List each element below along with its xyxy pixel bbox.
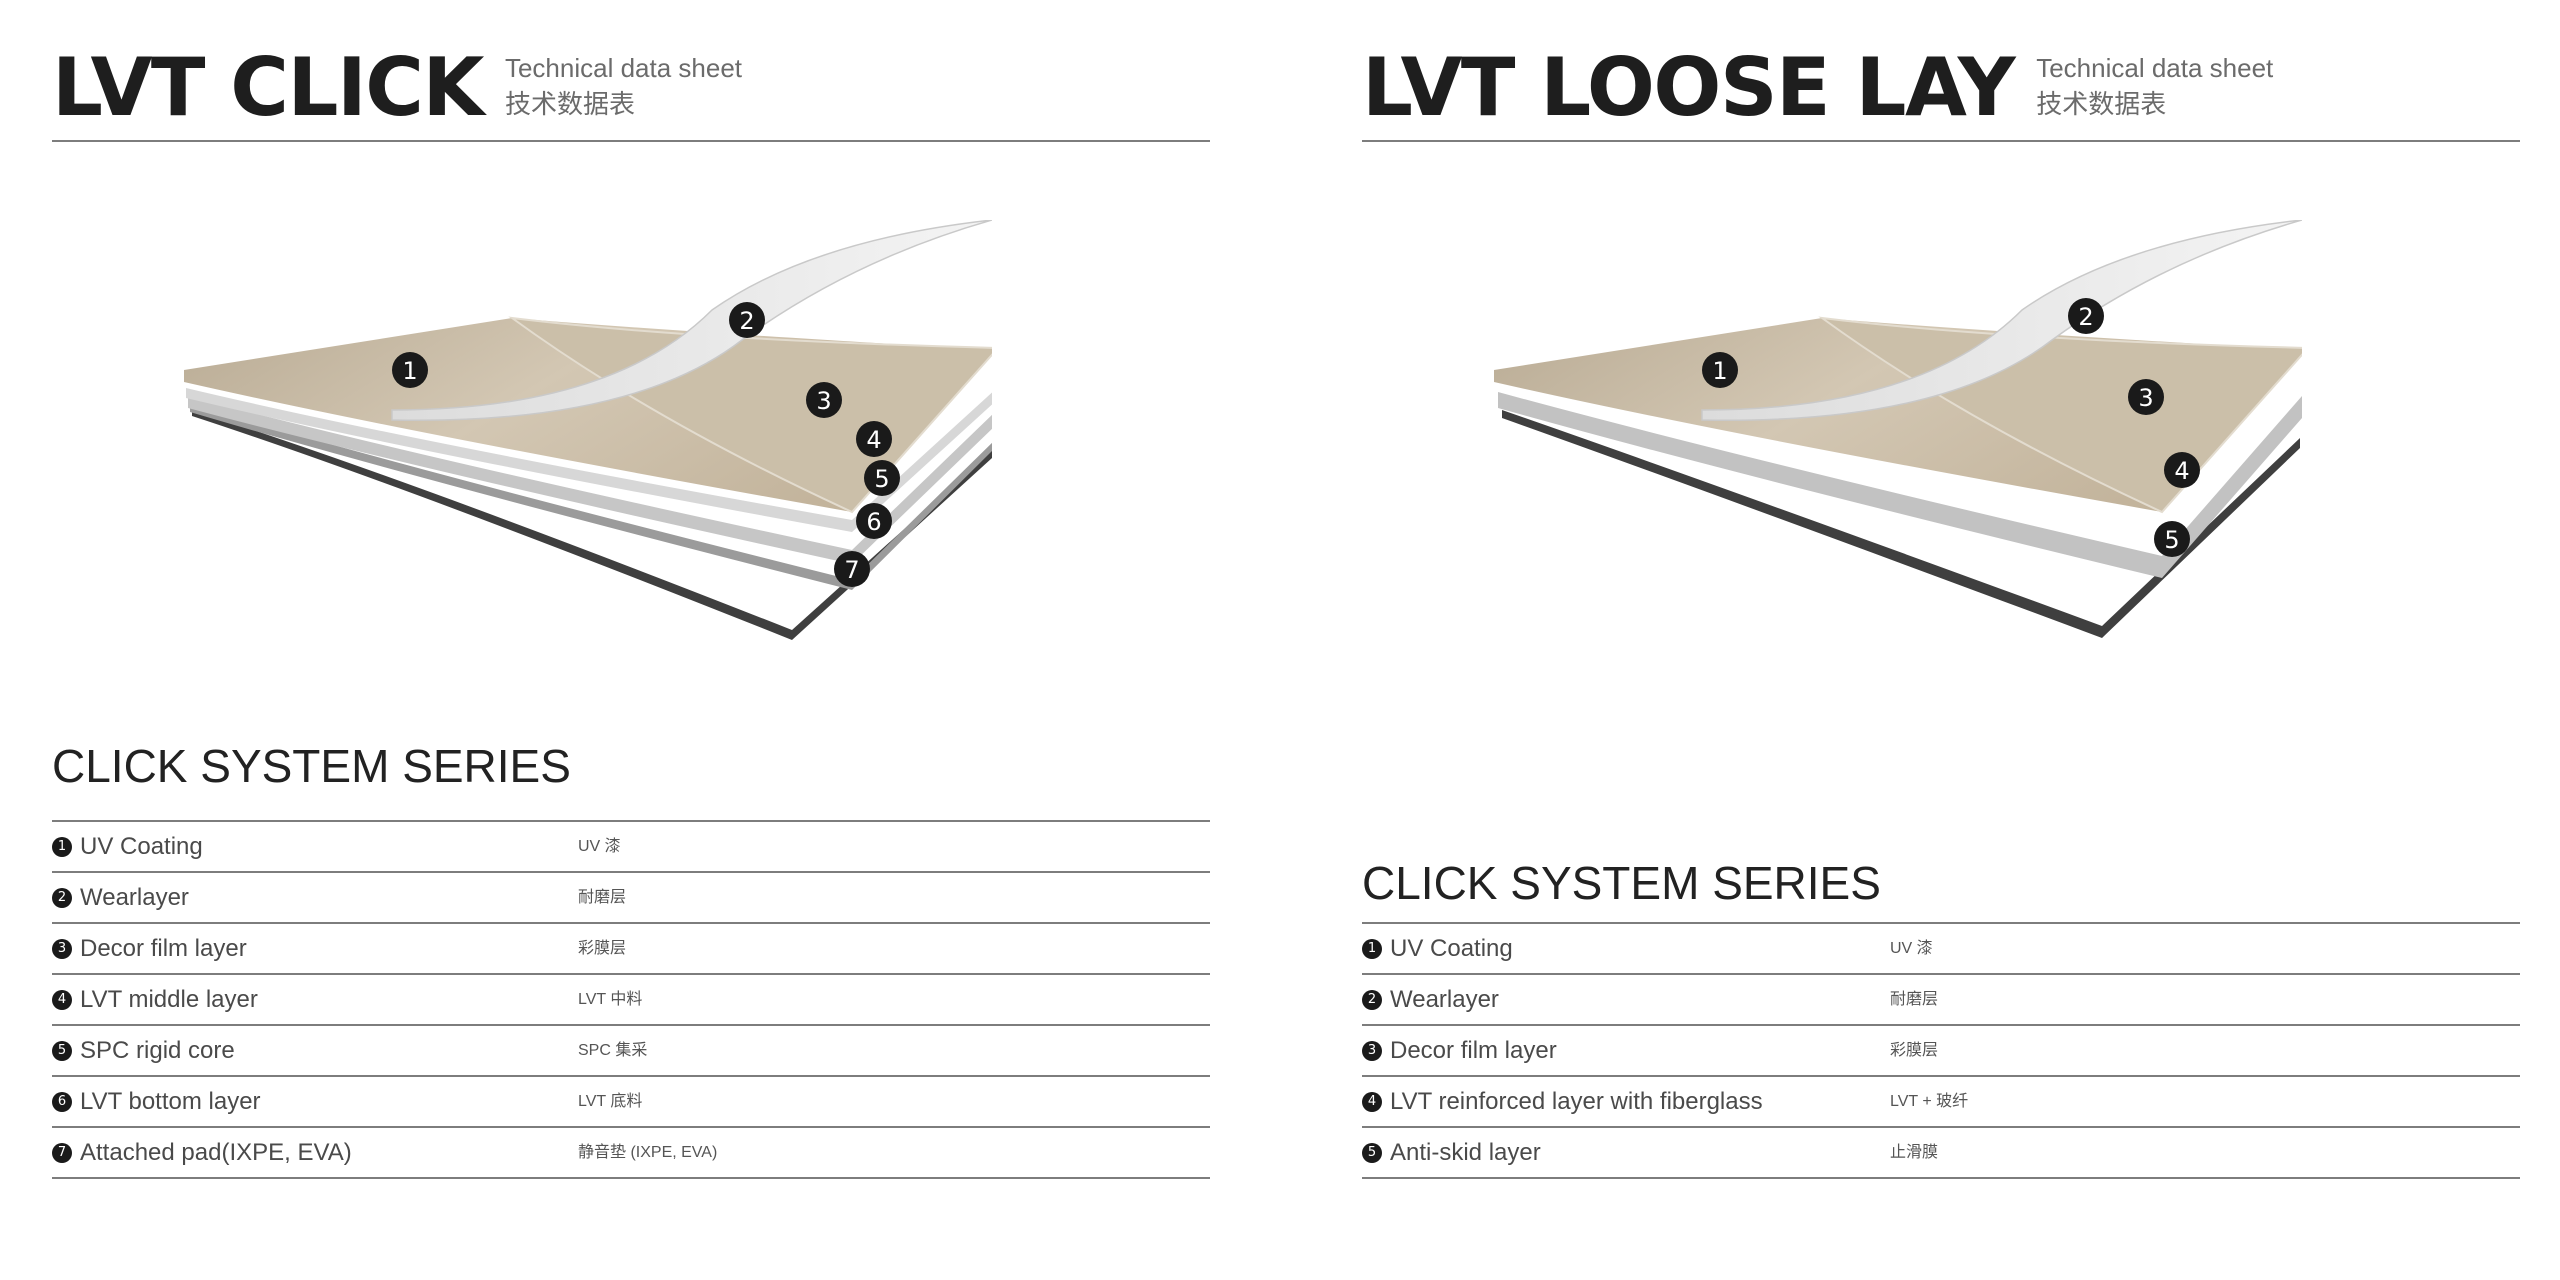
table-row: 7 Attached pad(IXPE, EVA) 静音垫 (IXPE, EVA) — [52, 1128, 1210, 1179]
number-badge-icon: 3 — [1362, 1041, 1382, 1061]
number-badge-icon: 1 — [52, 837, 72, 857]
layer-name-cn: 止滑膜 — [1890, 1144, 1939, 1161]
svg-text:4: 4 — [2174, 457, 2189, 485]
right-panel: LVT LOOSE LAY Technical data sheet 技术数据表 — [1362, 0, 2522, 1280]
layer-name-cn: 彩膜层 — [578, 940, 627, 957]
svg-text:1: 1 — [402, 357, 417, 385]
badge-5: 5 — [864, 460, 900, 496]
layer-diagram-svg: 1 2 3 4 5 — [1494, 220, 2302, 638]
layer-name-cn: SPC 集采 — [578, 1042, 648, 1059]
right-header: LVT LOOSE LAY Technical data sheet 技术数据表 — [1362, 40, 2273, 136]
svg-text:3: 3 — [816, 387, 831, 415]
layer-diagram-click: 1 2 3 4 5 6 7 — [92, 220, 992, 660]
svg-text:4: 4 — [866, 426, 881, 454]
layer-name-cn: 静音垫 (IXPE, EVA) — [578, 1144, 718, 1161]
layer-name-en: LVT reinforced layer with fiberglass — [1390, 1088, 1763, 1115]
badge-3: 3 — [806, 382, 842, 418]
table-row: 2 Wearlayer 耐磨层 — [1362, 975, 2520, 1026]
svg-text:5: 5 — [874, 465, 889, 493]
badge-1: 1 — [1702, 352, 1738, 388]
table-row: 1 UV Coating UV 漆 — [52, 822, 1210, 873]
layer-name-en: Wearlayer — [80, 884, 189, 911]
header-divider — [1362, 140, 2520, 142]
series-title: CLICK SYSTEM SERIES — [1362, 857, 1881, 909]
subtitle-en: Technical data sheet — [504, 53, 742, 83]
badge-1: 1 — [392, 352, 428, 388]
layer-wearlayer — [391, 220, 992, 422]
badge-5: 5 — [2154, 521, 2190, 557]
page-title: LVT CLICK — [52, 41, 484, 134]
number-badge-icon: 3 — [52, 939, 72, 959]
svg-text:6: 6 — [866, 508, 881, 536]
badge-4: 4 — [2164, 452, 2200, 488]
subtitle-en: Technical data sheet — [2036, 53, 2274, 83]
number-badge-icon: 4 — [52, 990, 72, 1010]
table-row: 5 SPC rigid core SPC 集采 — [52, 1026, 1210, 1077]
layer-name-cn: LVT + 玻纤 — [1890, 1093, 1969, 1110]
svg-text:1: 1 — [1712, 357, 1727, 385]
subtitle: Technical data sheet 技术数据表 — [505, 50, 742, 122]
layer-name-en: LVT middle layer — [80, 986, 258, 1013]
layer-name-cn: LVT 中料 — [578, 991, 643, 1008]
badge-2: 2 — [2068, 298, 2104, 334]
badge-7: 7 — [834, 551, 870, 587]
layer-name-en: UV Coating — [1390, 935, 1513, 962]
layer-name-en: UV Coating — [80, 833, 203, 860]
number-badge-icon: 7 — [52, 1143, 72, 1163]
table-row: 3 Decor film layer 彩膜层 — [52, 924, 1210, 975]
table-row: 2 Wearlayer 耐磨层 — [52, 873, 1210, 924]
subtitle: Technical data sheet 技术数据表 — [2036, 50, 2273, 122]
table-row: 5 Anti-skid layer 止滑膜 — [1362, 1128, 2520, 1179]
number-badge-icon: 5 — [1362, 1143, 1382, 1163]
layer-diagram-loose-lay: 1 2 3 4 5 — [1402, 220, 2302, 660]
svg-text:7: 7 — [844, 556, 859, 584]
layer-name-en: Attached pad(IXPE, EVA) — [80, 1139, 352, 1166]
layer-name-en: Anti-skid layer — [1390, 1139, 1541, 1166]
layer-name-en: Decor film layer — [80, 935, 247, 962]
badge-6: 6 — [856, 503, 892, 539]
badge-4: 4 — [856, 421, 892, 457]
badge-3: 3 — [2128, 379, 2164, 415]
subtitle-cn: 技术数据表 — [504, 89, 635, 119]
layer-name-en: Decor film layer — [1390, 1037, 1557, 1064]
table-row: 1 UV Coating UV 漆 — [1362, 924, 2520, 975]
left-header: LVT CLICK Technical data sheet 技术数据表 — [52, 40, 742, 136]
layer-name-cn: 耐磨层 — [578, 889, 627, 906]
table-row: 4 LVT middle layer LVT 中料 — [52, 975, 1210, 1026]
number-badge-icon: 6 — [52, 1092, 72, 1112]
number-badge-icon: 2 — [52, 888, 72, 908]
layer-wearlayer — [1701, 220, 2302, 422]
svg-text:5: 5 — [2164, 526, 2179, 554]
svg-text:3: 3 — [2138, 384, 2153, 412]
series-title: CLICK SYSTEM SERIES — [52, 740, 571, 792]
page-title: LVT LOOSE LAY — [1362, 41, 2016, 134]
layer-name-en: Wearlayer — [1390, 986, 1499, 1013]
layer-name-cn: 耐磨层 — [1890, 991, 1939, 1008]
svg-text:2: 2 — [739, 307, 754, 335]
layer-diagram-svg: 1 2 3 4 5 6 7 — [184, 220, 992, 640]
subtitle-cn: 技术数据表 — [2036, 89, 2167, 119]
badge-2: 2 — [729, 302, 765, 338]
table-row: 6 LVT bottom layer LVT 底料 — [52, 1077, 1210, 1128]
left-panel: LVT CLICK Technical data sheet 技术数据表 — [52, 0, 1212, 1280]
header-divider — [52, 140, 1210, 142]
layer-table: 1 UV Coating UV 漆 2 Wearlayer 耐磨层 3 Decor fil… — [1362, 922, 2520, 1179]
svg-text:2: 2 — [2078, 303, 2093, 331]
table-row: 4 LVT reinforced layer with fiberglass LVT… — [1362, 1077, 2520, 1128]
layer-table: 1 UV Coating UV 漆 2 Wearlayer 耐磨层 3 Decor fil… — [52, 820, 1210, 1179]
layer-name-en: LVT bottom layer — [80, 1088, 261, 1115]
layer-name-cn: UV 漆 — [578, 838, 621, 855]
number-badge-icon: 4 — [1362, 1092, 1382, 1112]
layer-name-cn: UV 漆 — [1890, 940, 1933, 957]
table-row: 3 Decor film layer 彩膜层 — [1362, 1026, 2520, 1077]
layer-name-en: SPC rigid core — [80, 1037, 235, 1064]
layer-name-cn: LVT 底料 — [578, 1093, 643, 1110]
number-badge-icon: 5 — [52, 1041, 72, 1061]
number-badge-icon: 2 — [1362, 990, 1382, 1010]
number-badge-icon: 1 — [1362, 939, 1382, 959]
layer-name-cn: 彩膜层 — [1890, 1042, 1939, 1059]
